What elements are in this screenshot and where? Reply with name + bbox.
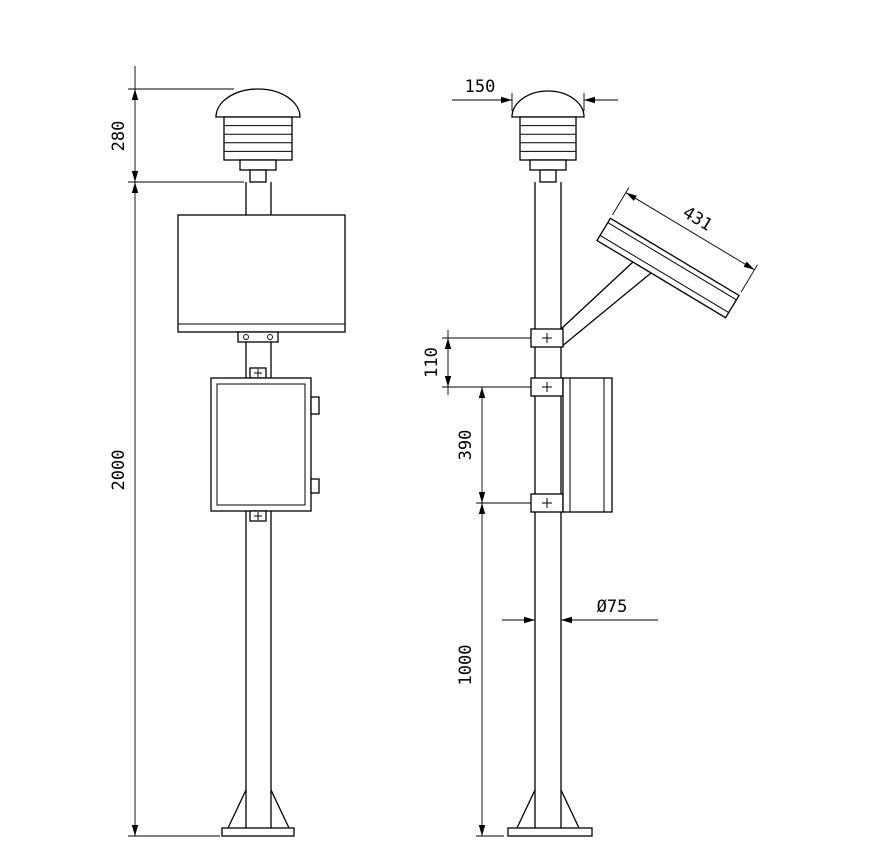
pole-clamps (530, 328, 564, 513)
dim-label-390: 390 (456, 430, 476, 461)
bolt (267, 334, 273, 340)
bolt (243, 334, 249, 340)
equipment-cabinet-side (562, 377, 613, 513)
dim-lower-section: 1000 (456, 503, 504, 837)
sensor-neck (539, 169, 557, 183)
dim-label-280: 280 (109, 121, 129, 152)
solar-panel-side (560, 217, 740, 348)
dim-label-110: 110 (422, 347, 442, 378)
dim-label-2000: 2000 (109, 450, 129, 491)
sensor-flange (239, 159, 277, 171)
base-front (221, 789, 295, 837)
dimension-annotations: 280 2000 150 431 (109, 66, 758, 837)
dim-clamp-spacing: 110 (422, 330, 531, 395)
base-plate (221, 827, 295, 837)
weather-sensor-side (511, 90, 585, 183)
panel-arm (560, 272, 652, 348)
side-view (507, 90, 740, 837)
panel-bracket-bar (237, 331, 279, 343)
solar-panel-front (177, 214, 346, 343)
dim-label-431: 431 (679, 203, 716, 236)
equipment-cabinet-front (210, 367, 320, 522)
front-view (177, 88, 346, 837)
sensor-flange (529, 159, 567, 171)
radiation-shield (519, 116, 577, 161)
dim-height-chain: 280 2000 (109, 66, 244, 837)
dim-label-150: 150 (465, 77, 496, 97)
dim-label-diameter-75: Ø75 (597, 597, 628, 617)
radiation-shield (223, 116, 293, 161)
panel-arm (560, 261, 634, 330)
sensor-dome (511, 90, 585, 118)
cabinet-handle (310, 396, 320, 415)
sensor-dome (215, 88, 301, 118)
solar-panel-tilted (596, 217, 740, 319)
dim-cabinet-section: 390 (456, 387, 531, 504)
dim-sensor-width: 150 (452, 77, 618, 111)
dim-pole-diameter: Ø75 (502, 597, 658, 624)
dim-label-1000: 1000 (456, 645, 476, 686)
base-side (507, 789, 593, 837)
sensor-neck (249, 169, 267, 183)
base-plate (507, 827, 593, 837)
weather-sensor-front (215, 88, 301, 183)
cabinet-hinge (310, 478, 320, 494)
